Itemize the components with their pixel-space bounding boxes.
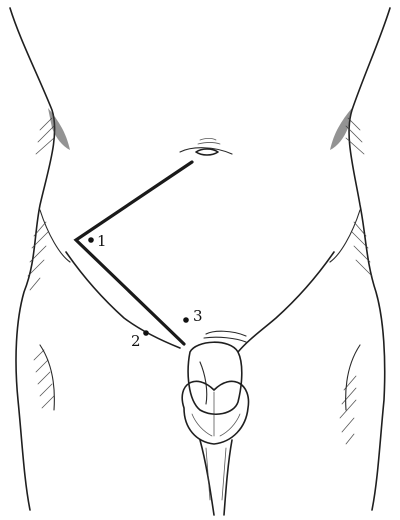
right-thigh-contour — [346, 345, 360, 410]
genital-region — [182, 331, 248, 515]
point-2-label: 2 — [131, 332, 141, 350]
point-1-label: 1 — [97, 232, 107, 250]
incision-line — [76, 162, 192, 344]
point-2-marker — [143, 330, 149, 336]
left-thigh-contour — [40, 345, 54, 410]
right-inguinal-crease — [238, 252, 334, 352]
right-side-hatching — [340, 118, 372, 444]
left-inguinal-crease — [66, 252, 180, 348]
navel — [180, 139, 232, 156]
torso-right-outline — [349, 8, 390, 510]
point-3-label: 3 — [193, 307, 203, 325]
point-3-marker — [183, 317, 189, 323]
point-1-marker — [88, 237, 94, 243]
torso-left-outline — [10, 8, 55, 510]
